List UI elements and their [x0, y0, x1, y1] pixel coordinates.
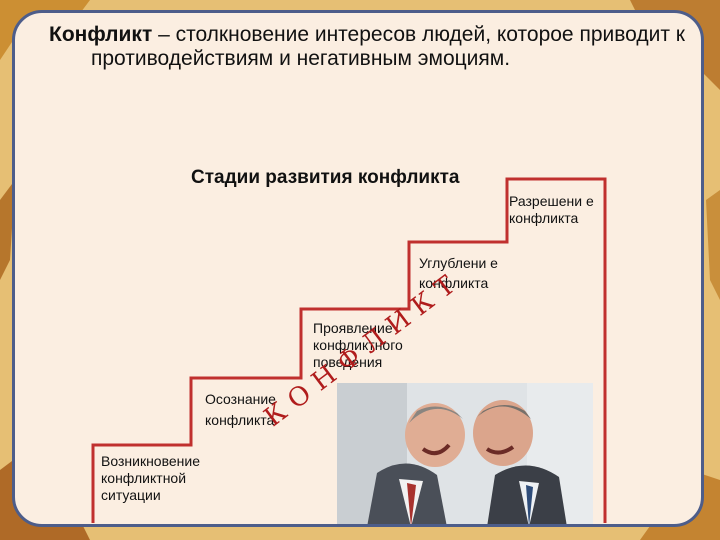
stairs-diagram — [91, 177, 607, 523]
conflict-photo — [337, 383, 593, 524]
definition-body: – столкновение интересов людей, которое … — [91, 23, 685, 70]
definition-text: Конфликт – столкновение интересов людей,… — [49, 23, 701, 71]
step-label-5: Разрешени е конфликта — [509, 193, 594, 226]
step-label-3: Проявление конфликтного поведения — [313, 320, 403, 370]
step-label-2: Осознание конфликта — [205, 391, 276, 428]
step-label-4: Углублени е конфликта — [419, 255, 498, 291]
diagram-title: Стадии развития конфликта — [191, 167, 460, 188]
slide-panel: Конфликт – столкновение интересов людей,… — [12, 10, 704, 527]
step-label-1: Возникновение конфликтной ситуации — [101, 453, 200, 503]
stairs-outline — [91, 177, 607, 523]
definition-term: Конфликт — [49, 23, 153, 46]
